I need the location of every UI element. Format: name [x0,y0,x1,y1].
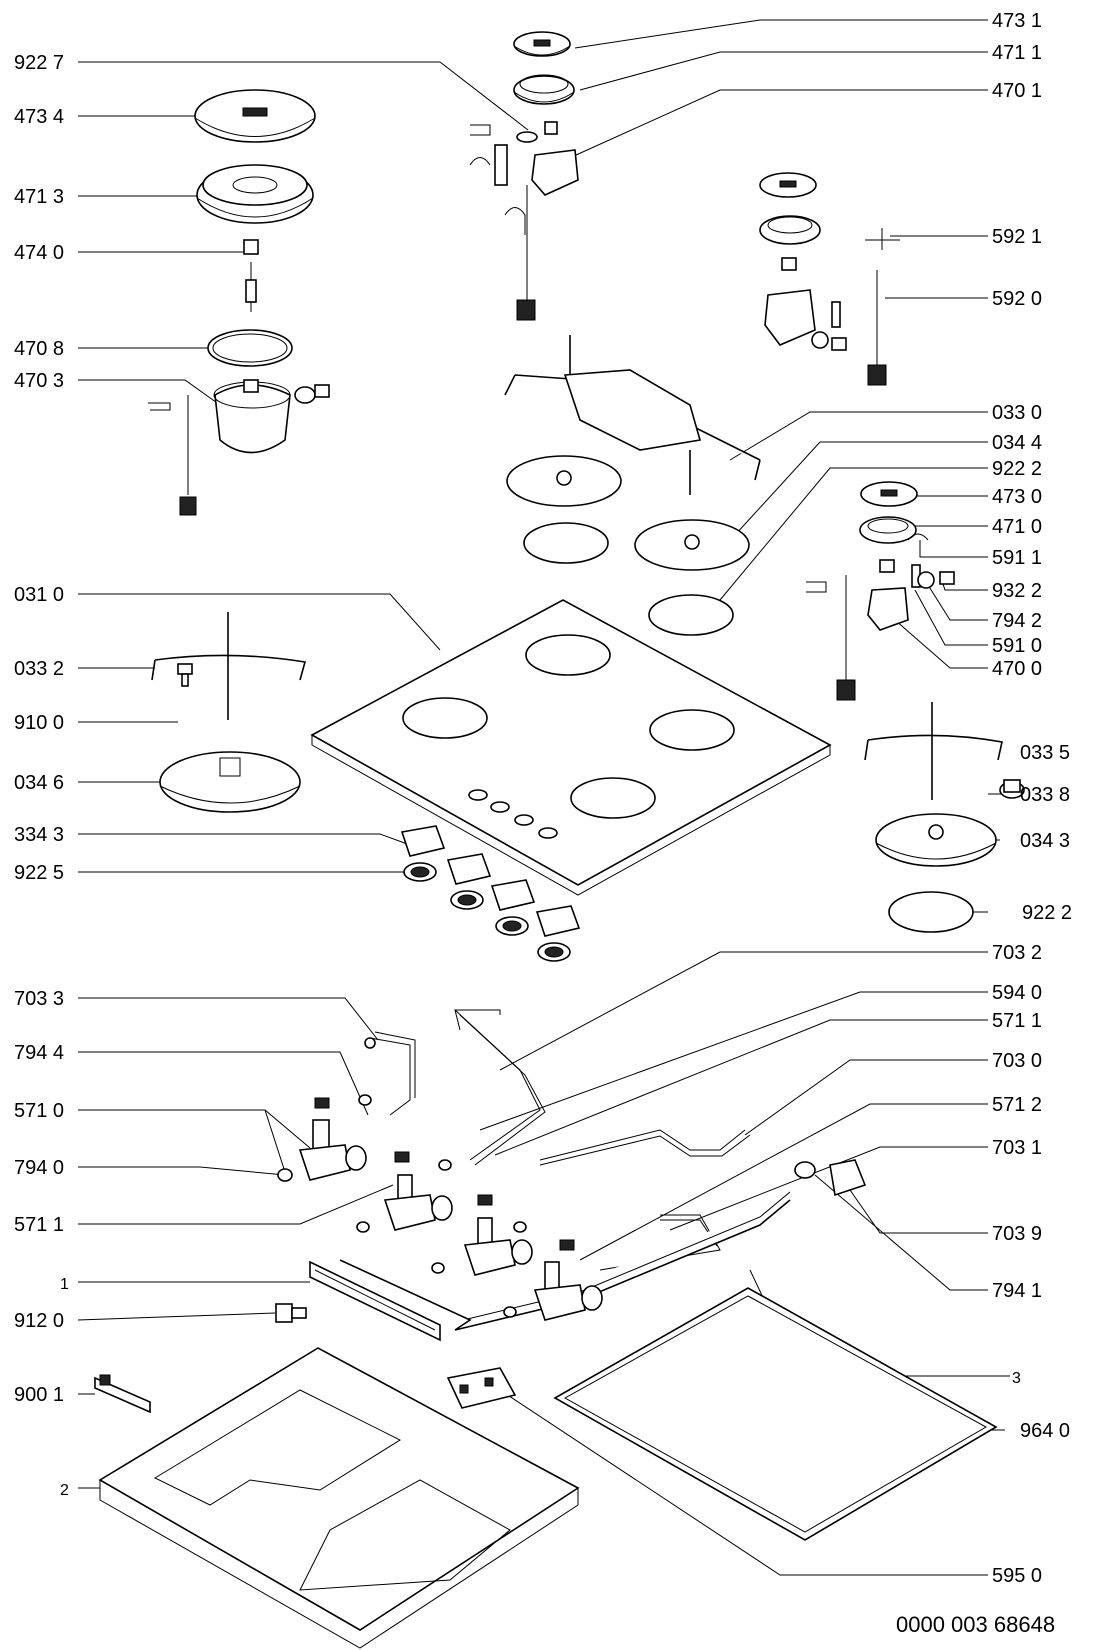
part-label-right: 922 2 [1022,902,1072,924]
part-label-right: 964 0 [1020,1420,1070,1442]
part-label-right: 3 [1012,1370,1021,1387]
base-tray [98,1347,580,1649]
gas-valve-1 [298,1097,367,1181]
screw-bolt [275,1303,307,1323]
thermocouple-lead-right-top [865,228,900,386]
part-label-right: 703 9 [992,1223,1042,1245]
document-number: 0000 003 68648 [896,1612,1055,1637]
control-knobs [400,825,581,937]
part-label-left: 571 1 [14,1214,64,1236]
part-label-right: 922 2 [992,458,1042,480]
burner-ring-b [648,594,734,636]
part-label-right: 473 1 [992,10,1042,32]
knob-right [999,779,1025,799]
burner-ring-a [523,522,609,564]
part-label-right: 703 1 [992,1137,1042,1159]
pan-support-left [151,612,307,720]
rail-bracket [309,1260,441,1342]
part-label-left: 034 6 [14,772,64,794]
leader-lines [77,19,1015,1576]
part-label-left: 910 0 [14,712,64,734]
thermocouple-lead-left [148,395,197,516]
part-label-right: 571 2 [992,1094,1042,1116]
part-label-right: 594 0 [992,982,1042,1004]
screw-left [177,663,193,687]
gas-pipes [339,1009,791,1331]
part-label-right: 703 0 [992,1050,1042,1072]
burner-disc-b [634,519,750,571]
burner-disc-a [506,455,622,507]
part-label-left: 2 [60,1482,69,1499]
part-label-left: 474 0 [14,242,64,264]
gas-valve-4 [533,1239,603,1321]
part-label-left: 912 0 [14,1310,64,1332]
part-label-right: 703 2 [992,942,1042,964]
part-label-right: 592 0 [992,288,1042,310]
gasket-seal [553,1287,998,1541]
large-burner-cup [213,379,330,454]
part-label-left: 031 0 [14,584,64,606]
part-label-right: 591 1 [992,547,1042,569]
part-label-right: 034 4 [992,432,1042,454]
small-burner-right-top [759,172,847,351]
part-label-left: 794 4 [14,1042,64,1064]
part-labels: 922 7 473 4 471 3 474 0 470 8 470 3 031 0 033 2… [14,10,1072,1587]
part-label-right: 033 5 [1020,742,1070,764]
part-label-right: 470 0 [992,658,1042,680]
small-burner-right-mid [806,481,955,701]
gas-valve-3 [463,1194,533,1276]
hob-top-plate [310,599,832,896]
gas-valve-2 [383,1151,453,1231]
small-burner-cap-top [513,31,571,57]
part-label-left: 571 0 [14,1100,64,1122]
part-label-right: 470 1 [992,80,1042,102]
part-label-left: 470 3 [14,370,64,392]
part-label-right: 471 0 [992,516,1042,538]
part-label-left: 703 3 [14,988,64,1010]
part-label-left: 1 [60,1276,69,1293]
large-burner-crown [196,164,314,224]
part-label-right: 033 0 [992,402,1042,424]
burner-body-top [469,121,579,321]
burner-disc-left [159,751,301,813]
part-label-right: 034 3 [1020,830,1070,852]
knob-seals [403,862,571,962]
part-label-right: 571 1 [992,1010,1042,1032]
small-burner-crown-top [513,74,575,105]
part-label-left: 471 3 [14,186,64,208]
part-label-right: 473 0 [992,486,1042,508]
part-label-left: 794 0 [14,1157,64,1179]
ignition-module [446,1367,517,1409]
part-label-right: 794 1 [992,1280,1042,1302]
injector-and-thermocouple-left [243,239,259,312]
large-burner-cap [194,89,316,143]
part-label-left: 334 3 [14,824,64,846]
pan-support-right [864,702,1003,800]
part-label-left: 473 4 [14,106,64,128]
gas-valves [298,1097,603,1321]
part-label-left: 900 1 [14,1384,64,1406]
large-burner-seal-ring [207,329,293,367]
pipe-seals [277,1037,867,1318]
part-label-right: 471 1 [992,42,1042,64]
pan-support-double [504,335,761,495]
part-label-right: 591 0 [992,635,1042,657]
part-label-right: 033 8 [1020,784,1070,806]
burner-disc-right [875,813,997,867]
part-label-right: 592 1 [992,226,1042,248]
part-label-left: 922 5 [14,862,64,884]
part-label-right: 595 0 [992,1565,1042,1587]
part-label-right: 932 2 [992,580,1042,602]
part-label-left: 470 8 [14,338,64,360]
clip [94,1374,151,1414]
part-label-left: 033 2 [14,658,64,680]
part-label-right: 794 2 [992,610,1042,632]
part-label-left: 922 7 [14,52,64,74]
burner-ring-right [888,891,974,933]
